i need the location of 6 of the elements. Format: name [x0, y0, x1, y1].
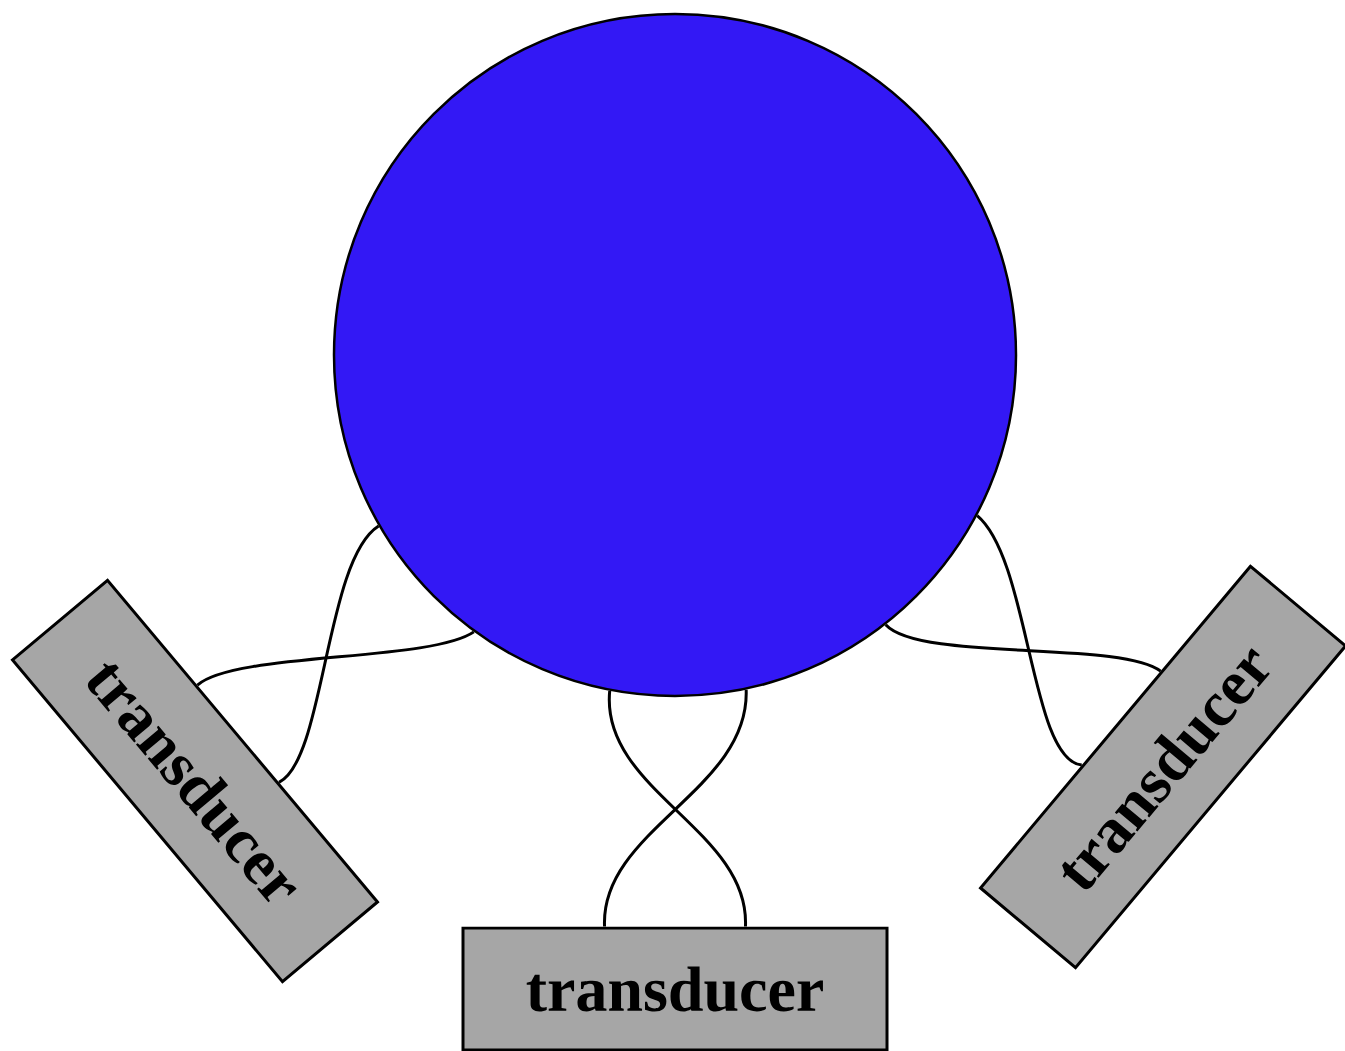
wire	[976, 514, 1083, 767]
wire	[196, 630, 475, 687]
transducer-box: transducer	[461, 926, 889, 1051]
wire	[884, 623, 1162, 673]
wire	[278, 525, 380, 784]
sphere	[332, 12, 1018, 698]
